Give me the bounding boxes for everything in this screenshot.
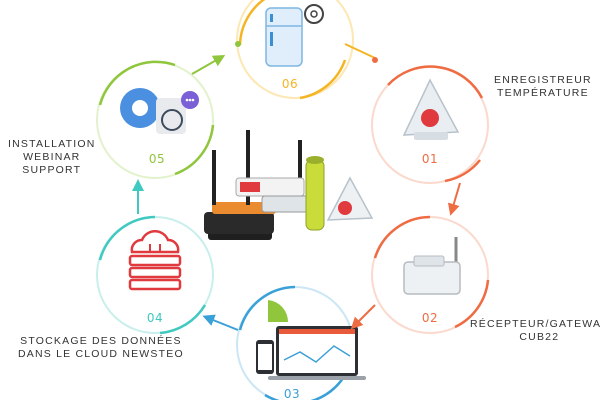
arrow-03-to-04 [202, 314, 239, 331]
label-step-05-line-1: INSTALLATION [8, 138, 96, 150]
tools-support-icon [120, 88, 199, 134]
label-step-02-line-1: RÉCEPTEUR/GATEWAY [470, 318, 600, 330]
arrow-01-to-02 [447, 182, 461, 216]
step-04-number: 04 [147, 311, 163, 325]
step-02-number: 02 [422, 311, 438, 325]
arrow-02-to-03 [350, 304, 376, 330]
center-products-illustration [204, 130, 374, 240]
label-step-04: STOCKAGE DES DONNÉES DANS LE CLOUD NEWST… [18, 335, 184, 361]
label-step-02: RÉCEPTEUR/GATEWAY CUB22 [470, 318, 600, 344]
step-02-node: 02 [371, 215, 490, 334]
arrow-05-to-06 [191, 55, 226, 75]
step-03-node: 03 [236, 285, 366, 400]
step-05-number: 05 [149, 152, 165, 166]
fridge-icon [265, 7, 303, 67]
step-06-number: 06 [282, 77, 298, 91]
step-01-number: 01 [422, 152, 438, 166]
step-05-node: 05 [96, 60, 215, 179]
step-04-node: 04 [96, 215, 214, 335]
step-03-number: 03 [284, 387, 300, 400]
label-step-01: ENREGISTREUR TEMPÉRATURE [494, 74, 592, 100]
label-step-05-line-2: WEBINAR [23, 151, 81, 163]
gateway-icon [403, 237, 461, 295]
gear-icon [304, 4, 324, 24]
label-step-04-line-1: STOCKAGE DES DONNÉES [20, 335, 182, 347]
step-06-node: 06 [236, 0, 354, 100]
dashboard-devices-icon [256, 300, 366, 380]
label-step-04-line-2: DANS LE CLOUD NEWSTEO [18, 348, 184, 360]
label-step-05-line-3: SUPPORT [22, 164, 82, 176]
label-step-02-line-2: CUB22 [519, 331, 560, 343]
cloud-storage-icon [128, 230, 182, 291]
label-step-05: INSTALLATION WEBINAR SUPPORT [8, 138, 96, 177]
label-step-01-line-1: ENREGISTREUR [494, 74, 592, 86]
label-step-01-line-2: TEMPÉRATURE [497, 87, 589, 99]
step-01-node: 01 [371, 65, 489, 184]
arrow-06-to-01 [344, 43, 376, 59]
temperature-logger-icon [402, 78, 460, 140]
